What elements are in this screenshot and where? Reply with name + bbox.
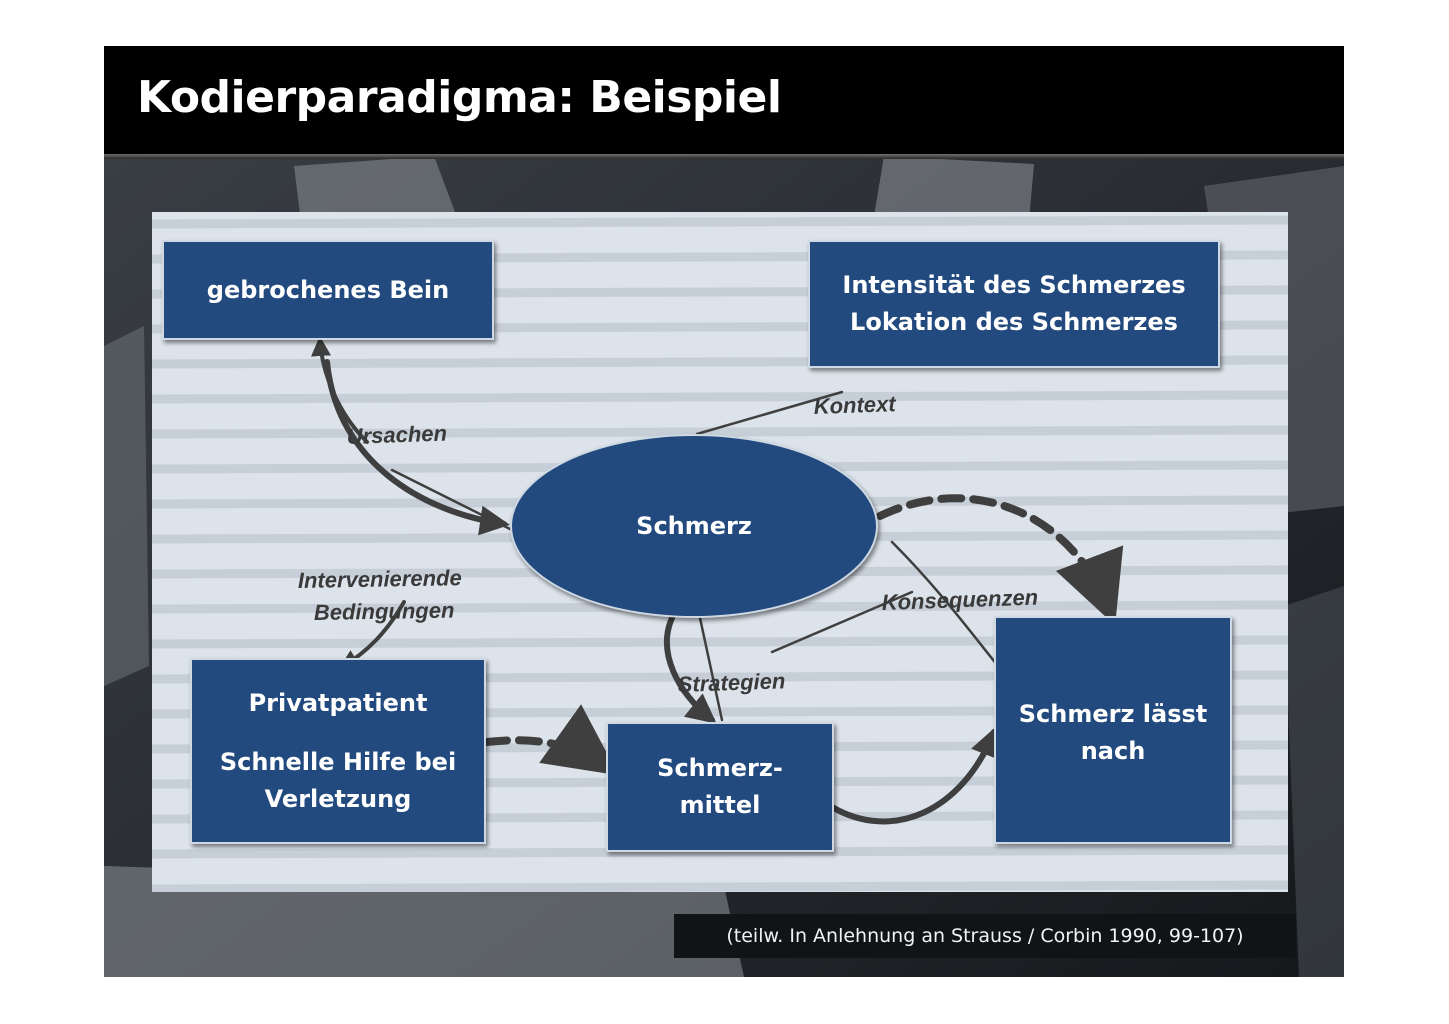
label-strategien: Strategien xyxy=(677,668,785,697)
box-context-line-1: Intensität des Schmerzes xyxy=(842,271,1186,299)
label-konsequenzen: Konsequenzen xyxy=(881,585,1038,615)
central-phenomenon: Schmerz xyxy=(510,434,878,618)
line-context xyxy=(695,390,844,436)
box-strategies-line-1: Schmerz- xyxy=(657,754,783,782)
box-consequences-line-1: Schmerz lässt xyxy=(1018,700,1208,728)
box-conditions: Privatpatient Schnelle Hilfe bei Verletz… xyxy=(190,658,486,844)
slide: Kodierparadigma: Beispiel xyxy=(104,46,1344,977)
box-conditions-line-1: Privatpatient xyxy=(248,688,428,717)
title-bar: Kodierparadigma: Beispiel xyxy=(104,46,1344,154)
title-divider xyxy=(104,154,1344,159)
box-consequences: Schmerz lässt nach xyxy=(994,616,1232,844)
box-consequences-line-2: nach xyxy=(1080,737,1146,765)
label-ursachen: Ursachen xyxy=(346,421,447,449)
box-context-line-2: Lokation des Schmerzes xyxy=(850,308,1178,336)
label-intervenierende: Intervenierende xyxy=(298,565,462,593)
box-conditions-line-2: Schnelle Hilfe bei xyxy=(219,747,457,776)
slide-title: Kodierparadigma: Beispiel xyxy=(137,72,782,123)
arrow-phenomenon-to-consequences-dashed xyxy=(876,494,1124,626)
box-context: Intensität des Schmerzes Lokation des Sc… xyxy=(808,240,1220,368)
box-conditions-line-3: Verletzung xyxy=(264,784,412,813)
box-strategies: Schmerz- mittel xyxy=(606,722,834,852)
box-strategies-line-2: mittel xyxy=(679,791,761,819)
central-phenomenon-label: Schmerz xyxy=(636,512,752,540)
arrow-strategies-to-consequences xyxy=(829,726,999,825)
line-strategies-right xyxy=(698,616,724,722)
diagram-panel: Ursachen Kontext Intervenierende Bedingu… xyxy=(152,212,1288,892)
line-strategien-consequences xyxy=(770,590,914,654)
relation-arrows: Ursachen Kontext Intervenierende Bedingu… xyxy=(298,336,1124,825)
line-conditions xyxy=(390,468,514,532)
arrow-phenomenon-to-causes xyxy=(311,336,369,444)
arrow-conditions-to-strategies-dashed xyxy=(483,704,619,776)
source-citation: (teilw. In Anlehnung an Strauss / Corbin… xyxy=(674,914,1296,958)
box-causes: gebrochenes Bein xyxy=(162,240,494,340)
label-kontext: Kontext xyxy=(813,391,897,419)
box-causes-line-1: gebrochenes Bein xyxy=(206,275,450,304)
arrow-strategies xyxy=(664,615,717,724)
label-bedingungen-line2: Bedingungen xyxy=(314,598,455,625)
